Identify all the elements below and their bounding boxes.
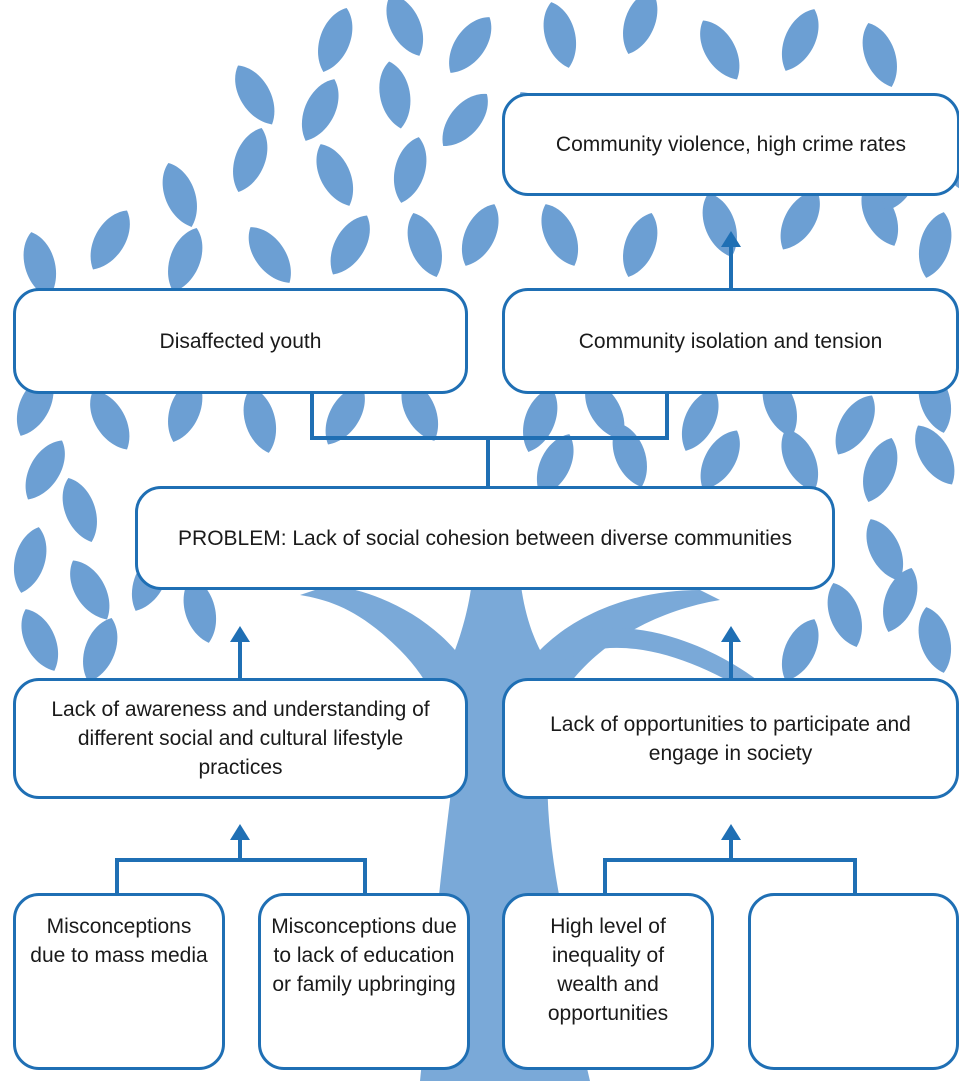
- cause-box-awareness: Lack of awareness and understanding of d…: [13, 678, 468, 799]
- leaf-shape: [911, 603, 959, 677]
- leaf-shape: [772, 612, 828, 688]
- root-cause-box-inequality: High level of inequality of wealth and o…: [502, 893, 714, 1070]
- leaf-shape: [54, 472, 106, 548]
- leaf-shape: [614, 207, 666, 283]
- leaf-shape: [614, 0, 666, 60]
- leaf-shape: [431, 84, 499, 156]
- leaf-shape: [154, 157, 206, 233]
- leaf-shape: [819, 577, 871, 653]
- leaf-shape: [694, 187, 746, 263]
- leaf-shape: [238, 218, 302, 292]
- leaf-shape: [854, 17, 906, 93]
- cause-text: Lack of awareness and understanding of d…: [51, 698, 430, 779]
- root-cause-text: Misconceptions due to mass media: [30, 915, 208, 967]
- leaf-shape: [772, 2, 828, 78]
- leaf-shape: [80, 383, 140, 457]
- leaf-shape: [911, 208, 959, 282]
- leaf-shape: [320, 208, 380, 282]
- effect-box-violence: Community violence, high crime rates: [502, 93, 959, 196]
- effect-text: Community isolation and tension: [578, 329, 883, 353]
- leaf-shape: [690, 13, 750, 87]
- leaf-shape: [536, 0, 584, 72]
- cause-box-opportunities: Lack of opportunities to participate and…: [502, 678, 959, 799]
- leaf-shape: [60, 553, 120, 627]
- leaf-shape: [224, 122, 276, 198]
- leaf-shape: [74, 612, 126, 688]
- root-cause-box-education: Misconceptions due to lack of education …: [258, 893, 470, 1070]
- root-cause-box-mass-media: Misconceptions due to mass media: [13, 893, 225, 1070]
- leaf-shape: [374, 58, 416, 132]
- effect-text: Disaffected youth: [159, 329, 322, 353]
- leaf-shape: [438, 8, 502, 82]
- leaf-shape: [80, 203, 140, 277]
- leaf-shape: [309, 2, 361, 78]
- leaf-shape: [225, 58, 285, 132]
- connectors: [115, 245, 857, 895]
- problem-box: PROBLEM: Lack of social cohesion between…: [135, 486, 835, 590]
- effect-text: Community violence, high crime rates: [555, 133, 907, 156]
- leaf-shape: [452, 197, 508, 273]
- leaf-shape: [292, 72, 348, 148]
- problem-text: PROBLEM: Lack of social cohesion between…: [178, 526, 792, 550]
- leaf-shape: [854, 432, 906, 508]
- leaf-shape: [12, 602, 68, 678]
- leaf-shape: [6, 523, 54, 597]
- root-cause-text: High level of inequality of wealth and o…: [547, 915, 669, 1025]
- leaf-shape: [236, 383, 284, 457]
- root-cause-box-blank: [748, 893, 959, 1070]
- root-cause-text: Misconceptions due to lack of education …: [271, 915, 457, 996]
- leaf-shape: [399, 207, 451, 283]
- effect-box-isolation: Community isolation and tension: [502, 288, 959, 394]
- leaf-shape: [386, 133, 434, 207]
- leaf-shape: [377, 0, 433, 63]
- leaf-shape: [307, 137, 363, 213]
- effect-box-disaffected-youth: Disaffected youth: [13, 288, 468, 394]
- cause-text: Lack of opportunities to participate and…: [550, 712, 911, 765]
- leaf-shape: [905, 418, 959, 492]
- leaf-shape: [532, 197, 588, 273]
- leaf-shape: [159, 222, 211, 298]
- arrowheads: [230, 231, 741, 840]
